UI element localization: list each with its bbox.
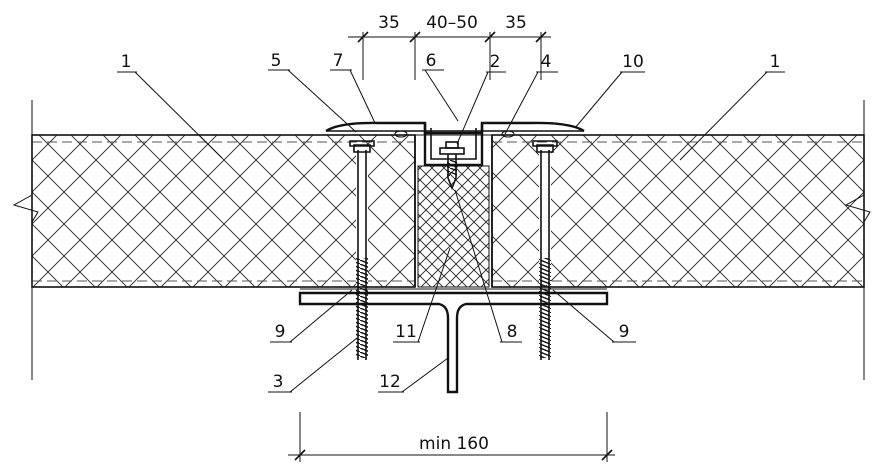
dim-left-35: 35 [378, 13, 400, 33]
callout-8: 8 [507, 322, 518, 342]
callout-4: 4 [541, 52, 552, 72]
callout-9-left: 9 [275, 322, 286, 342]
leader-lines [117, 69, 785, 393]
callout-9-right: 9 [619, 322, 630, 342]
seal-washers [394, 130, 515, 138]
right-sandwich-panel [491, 134, 865, 288]
callout-11: 11 [395, 322, 417, 342]
joint-insulation-fill [414, 135, 493, 288]
top-dimension-chain [348, 31, 551, 80]
callout-1-left: 1 [121, 52, 132, 72]
dim-center-40-50: 40–50 [426, 13, 478, 33]
dim-min-160: min 160 [419, 434, 489, 454]
break-lines [12, 100, 871, 380]
callout-2: 2 [490, 52, 501, 72]
callout-3: 3 [273, 372, 284, 392]
dim-right-35: 35 [505, 13, 527, 33]
screw-bores [356, 145, 551, 285]
left-screw [349, 140, 375, 360]
callout-12: 12 [379, 372, 401, 392]
steel-beam [298, 288, 609, 394]
callout-1-right: 1 [770, 52, 781, 72]
callout-10: 10 [622, 52, 644, 72]
right-screw [532, 140, 558, 360]
callout-7: 7 [333, 51, 344, 71]
central-profile [423, 123, 484, 167]
callout-6: 6 [426, 51, 437, 71]
left-sandwich-panel [31, 134, 416, 288]
flashing-strip [325, 121, 585, 136]
center-screw [439, 141, 465, 191]
callout-5: 5 [271, 51, 282, 71]
bottom-dimension [288, 412, 615, 462]
